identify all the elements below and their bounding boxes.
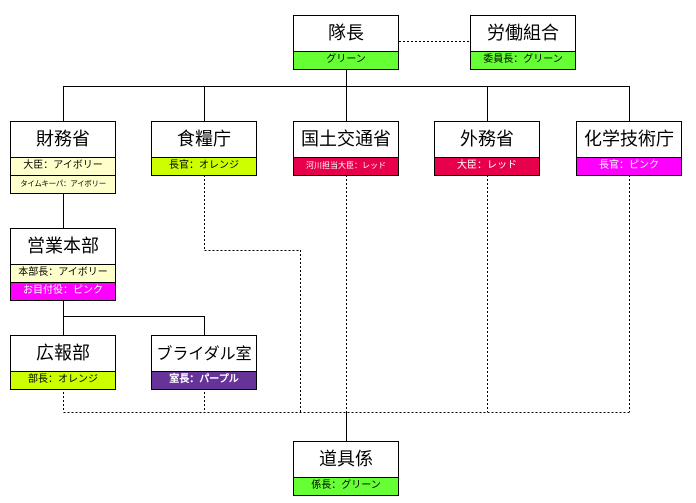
node-title: 隊長: [328, 23, 364, 44]
node-kokudo[interactable]: 国土交通省 河川担当大臣：レッド: [293, 121, 399, 176]
node-role: 室長：パープル: [152, 371, 256, 389]
node-role: 長官：ピンク: [577, 157, 681, 175]
node-rodo[interactable]: 労働組合 委員長：グリーン: [470, 15, 576, 70]
node-zaimu[interactable]: 財務省 大臣：アイボリー タイムキーパ：アイボリー: [10, 121, 116, 194]
node-role: 長官：オレンジ: [152, 157, 256, 175]
node-role: タイムキーパ：アイボリー: [11, 175, 115, 193]
node-role: 大臣：レッド: [435, 157, 539, 175]
node-role: お目付役：ピンク: [11, 282, 115, 300]
node-role: 河川担当大臣：レッド: [294, 157, 398, 175]
node-title: 営業本部: [27, 236, 99, 257]
node-eigyo[interactable]: 営業本部 本部長：アイボリー お目付役：ピンク: [10, 228, 116, 301]
node-koho[interactable]: 広報部 部長：オレンジ: [10, 335, 116, 390]
node-kagaku[interactable]: 化学技術庁 長官：ピンク: [576, 121, 682, 176]
node-role: 部長：オレンジ: [11, 371, 115, 389]
dashed-lines: [63, 41, 630, 413]
node-role: グリーン: [294, 51, 398, 69]
hierarchy-lines: [63, 68, 630, 441]
node-bridal[interactable]: ブライダル室 室長：パープル: [151, 335, 257, 390]
node-gaimu[interactable]: 外務省 大臣：レッド: [434, 121, 540, 176]
node-title: 道具係: [319, 449, 373, 470]
node-title: 労働組合: [487, 23, 559, 44]
node-title: 食糧庁: [177, 129, 231, 150]
node-shokuryo[interactable]: 食糧庁 長官：オレンジ: [151, 121, 257, 176]
node-title: 広報部: [36, 343, 90, 364]
node-title: 国土交通省: [301, 129, 391, 150]
node-dogu[interactable]: 道具係 係長：グリーン: [293, 441, 399, 496]
node-title: 財務省: [36, 129, 90, 150]
node-role: 本部長：アイボリー: [11, 264, 115, 282]
node-role: 委員長：グリーン: [471, 51, 575, 69]
node-role: 係長：グリーン: [294, 477, 398, 495]
node-title: 外務省: [460, 129, 514, 150]
node-taicho[interactable]: 隊長 グリーン: [293, 15, 399, 70]
node-title: 化学技術庁: [584, 129, 674, 150]
node-title: ブライダル室: [156, 344, 252, 363]
node-role: 大臣：アイボリー: [11, 157, 115, 175]
